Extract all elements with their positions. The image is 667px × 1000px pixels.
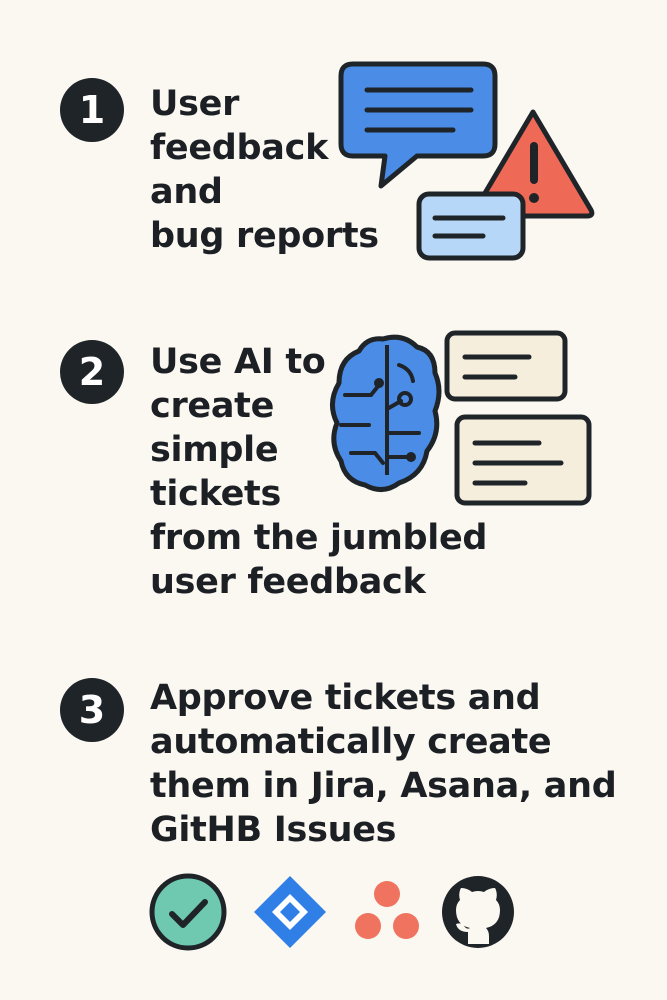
step-3-text: Approve tickets and automatically create…	[150, 676, 617, 852]
ai-illustration	[325, 325, 600, 510]
step-1-line: and	[150, 172, 223, 212]
feedback-illustration	[335, 60, 600, 265]
message-card-icon	[416, 191, 526, 261]
ai-brain-icon	[330, 334, 442, 492]
step-3-line: automatically create	[150, 722, 552, 762]
step-number-2: 2	[60, 340, 124, 404]
check-icon	[148, 872, 228, 952]
step-2-text: Use AI to create simple tickets from the…	[150, 340, 487, 604]
step-2-line: from the jumbled	[150, 518, 488, 558]
github-logo	[438, 872, 518, 952]
ticket-card-icon	[444, 330, 568, 402]
step-2-line: create	[150, 386, 275, 426]
step-1-line: bug reports	[150, 216, 379, 256]
step-number-1: 1	[60, 78, 124, 142]
step-number-3: 3	[60, 678, 124, 742]
ticket-card-icon	[454, 414, 592, 506]
step-1-line: feedback	[150, 128, 329, 168]
step-1-line: User	[150, 84, 240, 124]
step-2-line: simple	[150, 430, 279, 470]
step-2-line: Use AI to	[150, 342, 326, 382]
step-2-line: user feedback	[150, 562, 426, 602]
asana-logo	[347, 872, 427, 952]
chat-bubble-icon	[338, 61, 498, 189]
step-2-line: tickets	[150, 474, 282, 514]
step-3-line: GitHB Issues	[150, 810, 397, 850]
step-3-line: Approve tickets and	[150, 678, 541, 718]
step-1-text: User feedback and bug reports	[150, 82, 379, 258]
jira-logo	[250, 872, 330, 952]
step-3-line: them in Jira, Asana, and	[150, 766, 617, 806]
